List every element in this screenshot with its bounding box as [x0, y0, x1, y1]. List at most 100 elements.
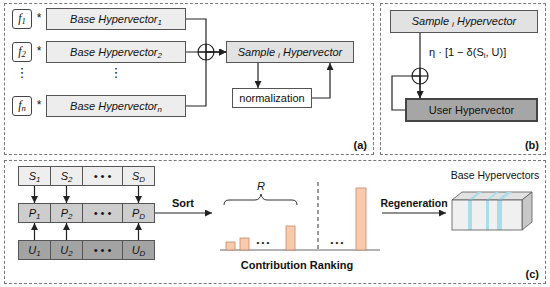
ranking-chart — [220, 182, 380, 252]
subscript: i — [484, 51, 486, 60]
hypervector-stack: Base Hypervectors — [446, 168, 544, 232]
chart-bar — [286, 226, 295, 250]
box-label: fn — [18, 99, 26, 113]
dashed-panel: (c) S1 S2 • • • SD P1 P2 • • • PD U1 U2 • • • UD Cont… — [4, 160, 546, 284]
connector-arrow — [138, 186, 139, 203]
regenerated-stripe — [468, 192, 482, 200]
connector-arrow — [138, 223, 139, 240]
bar-chart-region: Contribution Ranking — [212, 176, 382, 274]
ellipsis-mark: • • • — [257, 238, 270, 247]
chart-bar — [226, 242, 235, 250]
box-label: Base Hypervectorn — [70, 100, 162, 113]
box-label: normalization — [239, 92, 304, 105]
connector-arrow — [34, 223, 35, 240]
vector-cell: • • • — [82, 203, 123, 223]
subscript: n — [158, 105, 162, 114]
vector-cell: PD — [122, 203, 155, 223]
edge-label: Sort — [171, 197, 195, 210]
hypervector-stack-figure — [452, 192, 532, 230]
stack-side — [522, 192, 532, 230]
cell-label: U2 — [60, 244, 72, 257]
panel-label: (a) — [354, 139, 367, 152]
box-label: Sample i Hypervector — [412, 15, 516, 28]
connector-arrow — [186, 19, 226, 52]
panel-label: (b) — [525, 139, 539, 152]
connector-arrow — [66, 223, 67, 240]
connector-arrow — [66, 186, 67, 203]
subscript: D — [139, 175, 145, 184]
operator-symbol: * — [37, 99, 42, 113]
box-label: User Hypervector — [429, 104, 515, 117]
cell-label: S1 — [29, 170, 41, 183]
operator-symbol: * — [37, 12, 42, 26]
chart-bar — [356, 188, 366, 250]
subscript: 2 — [68, 249, 72, 258]
ellipsis-mark: ⋮ — [16, 66, 29, 81]
range-label: R — [257, 180, 265, 193]
cell-label: • • • — [94, 170, 112, 183]
subscript: 1 — [22, 16, 26, 26]
dashed-panel: (b) Sample i HypervectorUser Hypervector — [380, 3, 546, 155]
process-box: normalization — [232, 88, 312, 108]
user-hypervector-box: User Hypervector — [405, 98, 538, 122]
sample-hypervector-box: Sample i Hypervector — [226, 41, 354, 63]
range-brace — [224, 194, 297, 205]
subscript: n — [22, 103, 26, 113]
subscript: 1 — [36, 249, 40, 258]
connector-arrow — [186, 52, 226, 106]
subscript: D — [140, 249, 146, 258]
base-hypervector-box: Base Hypervector2 — [46, 41, 186, 63]
vector-cell: SD — [122, 166, 155, 186]
stack-top — [452, 192, 532, 200]
base-hypervector-box: Base Hypervectorn — [46, 95, 186, 117]
weight-box: fn — [12, 96, 32, 116]
stack-front — [452, 200, 522, 230]
vector-cell: S2 — [50, 166, 83, 186]
box-label: f2 — [18, 45, 26, 59]
cell-label: • • • — [94, 207, 112, 220]
ellipsis-mark: • • • — [331, 238, 344, 247]
vector-cell: • • • — [82, 240, 123, 260]
sample-hypervector-box: Sample i Hypervector — [390, 10, 538, 33]
box-label: Base Hypervector2 — [70, 46, 162, 59]
vector-cell: P1 — [18, 203, 51, 223]
vector-cell: S1 — [18, 166, 51, 186]
vector-cell: • • • — [82, 166, 123, 186]
threshold-line — [318, 182, 319, 252]
box-label: Base Hypervector1 — [70, 13, 162, 26]
subscript: 2 — [22, 49, 26, 59]
box-label: Sample i Hypervector — [238, 46, 342, 59]
subscript: 1 — [158, 18, 162, 27]
subscript: i — [452, 20, 454, 29]
regenerated-stripe — [486, 200, 489, 230]
vector-cell: U2 — [50, 240, 83, 260]
cell-label: UD — [132, 244, 146, 257]
connector-arrow — [257, 63, 258, 88]
chart-caption: Contribution Ranking — [241, 259, 353, 272]
box-label: f1 — [18, 12, 26, 26]
stack-caption: Base Hypervectors — [451, 169, 540, 181]
cell-label: U1 — [28, 244, 40, 257]
weight-box: f2 — [12, 42, 32, 62]
vector-cell: U1 — [18, 240, 51, 260]
edge-label: Regeneration — [379, 197, 448, 209]
panel-label: (c) — [526, 268, 539, 281]
connector-arrow — [312, 63, 330, 98]
subscript: i — [278, 51, 280, 60]
regenerated-stripe — [468, 200, 472, 230]
connector-arrow — [34, 186, 35, 203]
subscript: D — [139, 212, 145, 221]
vector-cell: P2 — [50, 203, 83, 223]
weight-box: f1 — [12, 9, 32, 29]
dashed-panel: (a)f1Base Hypervector1f2Base Hypervector… — [4, 3, 374, 155]
base-hypervector-box: Base Hypervector1 — [46, 8, 186, 30]
cell-label: P2 — [61, 207, 73, 220]
subscript: 2 — [158, 51, 162, 60]
connector-arrow — [382, 212, 446, 213]
connector-arrow — [155, 212, 212, 213]
edge-label: η · [1 − δ(Si, U)] — [428, 46, 507, 59]
stack-outline — [452, 200, 522, 230]
ellipsis-mark: ⋮ — [110, 66, 123, 81]
regenerated-stripe — [486, 192, 499, 200]
subscript: 2 — [68, 212, 72, 221]
